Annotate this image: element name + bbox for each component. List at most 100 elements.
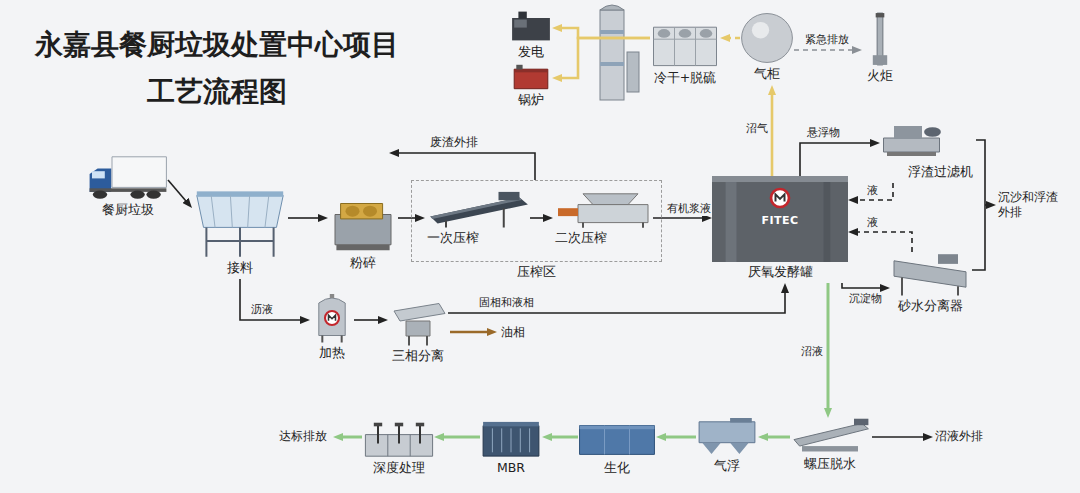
drawing-part: [514, 20, 527, 28]
edge-label: 悬浮物: [806, 126, 841, 140]
drawing-part: [578, 205, 648, 223]
drawing-part: [776, 194, 785, 201]
drawing-part: [699, 422, 755, 443]
drawing-part: [752, 22, 769, 39]
digestate-out-arrow: [872, 436, 925, 438]
flow-arrow: [240, 279, 302, 320]
drawing-part: [600, 10, 624, 100]
edge-label: 沼气: [745, 122, 769, 136]
node-label: 一次压榨: [427, 230, 479, 246]
edge-label: 沼液: [800, 345, 824, 359]
equipment-node: 浮渣过滤机: [880, 122, 975, 183]
boiler-icon: [510, 64, 552, 90]
node-label: 餐厨垃圾: [102, 202, 154, 218]
drawing-part: [580, 426, 655, 455]
drawing-part: [679, 29, 692, 38]
drawing-part: [580, 426, 655, 430]
node-label: 火炬: [867, 68, 893, 84]
drawing-part: [197, 195, 283, 227]
drawing-part: [409, 336, 427, 346]
drawing-part: [516, 65, 522, 70]
flow-note: 油相: [501, 325, 525, 340]
drawing-part: [211, 195, 269, 227]
drawing-part: [93, 191, 107, 199]
drawing-part: [518, 12, 526, 19]
drawing-part: [446, 208, 504, 227]
drawing-part: [894, 254, 966, 295]
node-label: MBR: [497, 460, 525, 476]
label-frame: 沼液外排: [935, 429, 983, 444]
drawing-part: [319, 298, 345, 336]
press1-icon: [425, 190, 530, 228]
node-label: 接料: [227, 260, 253, 276]
heat-icon: [310, 293, 354, 343]
edge-label-frame: 沼气: [745, 122, 769, 136]
waste-residue-arrow: [397, 153, 535, 180]
node-label: 生化: [604, 460, 630, 476]
node-label: 二次压榨: [555, 230, 607, 246]
drawing-part: [206, 227, 273, 256]
drawing-part: [742, 14, 793, 63]
flow-arrow: [664, 436, 696, 439]
flare-icon: [862, 12, 898, 66]
drawing-part: [583, 194, 638, 205]
equipment-node: 餐厨垃圾: [88, 155, 168, 221]
equipment-node: 螺压脱水: [790, 418, 870, 475]
equipment-node: 锅炉: [510, 64, 552, 111]
label-frame: 达标排放: [279, 429, 327, 444]
drawing-part: [824, 182, 831, 262]
equipment-node: 冷干+脱硫: [650, 20, 720, 89]
flow-arrow: [766, 436, 790, 439]
drawing-part: [894, 261, 966, 287]
equipment-node: 深度处理: [364, 422, 434, 479]
node-label: 深度处理: [373, 460, 425, 476]
equipment-node: FITEC厌氧发酵罐: [712, 176, 848, 283]
drawing-part: [884, 126, 941, 156]
equipment-node: 火炬: [862, 12, 898, 87]
node-label: 发电: [518, 44, 544, 60]
node-label: 气柜: [754, 66, 780, 82]
drawing-part: [580, 426, 655, 455]
drawing-part: [483, 422, 539, 456]
drawing-part: [802, 446, 858, 451]
flow-arrow: [560, 38, 650, 78]
drawing-part: [394, 304, 445, 346]
discharge-arrow: [341, 436, 362, 439]
drawing-part: [146, 191, 160, 199]
drawing-part: [90, 157, 167, 199]
flow-arrow: [856, 232, 912, 252]
drawing-part: [730, 418, 752, 423]
flow-note: 达标排放: [279, 429, 327, 444]
node-label: 砂水分离器: [898, 298, 963, 314]
drawing-part: [388, 435, 410, 457]
drawing-part: [654, 27, 717, 65]
drawing-part: [600, 5, 624, 10]
node-label: 气浮: [714, 458, 740, 474]
label-frame: 油相: [501, 325, 525, 340]
node-label: 浮渣过滤机: [908, 164, 973, 180]
flow-arrow: [653, 217, 704, 219]
edge-label: 液: [866, 216, 879, 230]
bio-icon: [578, 422, 656, 458]
equipment-node: 一次压榨: [425, 190, 530, 249]
flow-arrow: [728, 37, 740, 40]
equipment-node: 加热: [310, 293, 354, 364]
flow-note: 废渣外排: [430, 135, 478, 150]
equipment-node: 发电: [510, 10, 552, 63]
drawing-part: [406, 321, 430, 336]
drawing-part: [654, 27, 717, 65]
node-label: 压榨区: [517, 264, 556, 280]
drawing-part: [416, 423, 424, 427]
flow-arrow: [856, 183, 893, 200]
drawing-part: [336, 245, 389, 251]
edge-label: 紧急排放: [804, 33, 850, 47]
edge-label-frame: 沼液: [800, 345, 824, 359]
drawing-part: [512, 12, 550, 41]
drawing-part: [378, 425, 420, 444]
sep-icon: [388, 296, 448, 346]
drawing-part: [658, 29, 671, 38]
flow-arrow: [448, 291, 785, 313]
drawing-part: [794, 419, 868, 452]
equipment-node: 二次压榨: [553, 192, 653, 249]
flow-arrow: [560, 28, 650, 38]
